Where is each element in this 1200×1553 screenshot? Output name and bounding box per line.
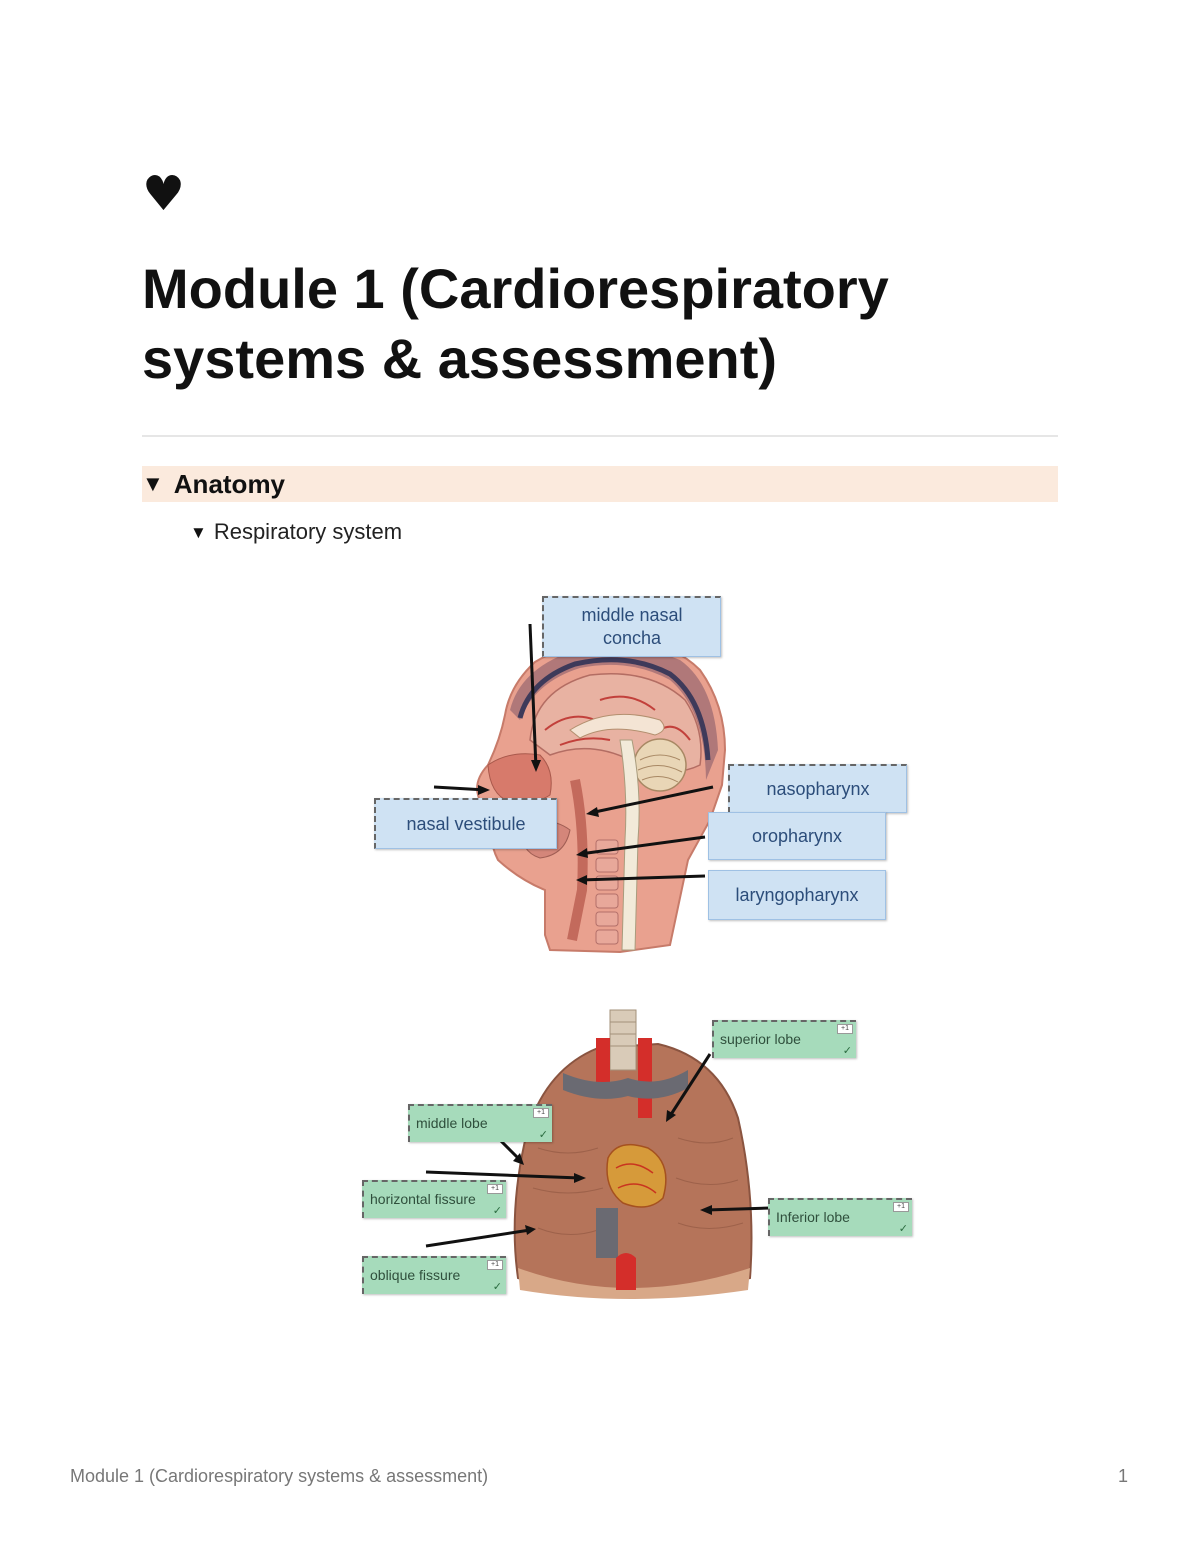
label-superior-lobe[interactable]: superior lobe +1 ✓ bbox=[712, 1020, 856, 1058]
toggle-anatomy[interactable]: ▼ Anatomy bbox=[142, 466, 1058, 502]
score-badge: +1 bbox=[837, 1024, 853, 1034]
divider bbox=[142, 435, 1058, 437]
label-middle-nasal-concha-text: middle nasal concha bbox=[581, 605, 683, 648]
label-nasopharynx-text: nasopharynx bbox=[766, 778, 870, 799]
label-nasopharynx[interactable]: nasopharynx bbox=[728, 764, 907, 813]
toggle-respiratory-label: Respiratory system bbox=[213, 519, 403, 544]
label-middle-lobe-text: middle lobe bbox=[416, 1115, 488, 1131]
label-middle-nasal-concha[interactable]: middle nasal concha bbox=[542, 596, 721, 657]
label-inferior-lobe[interactable]: Inferior lobe +1 ✓ bbox=[768, 1198, 912, 1236]
page-title: Module 1 (Cardiorespiratory systems & as… bbox=[142, 257, 889, 390]
score-badge: +1 bbox=[487, 1184, 503, 1194]
label-middle-lobe[interactable]: middle lobe +1 ✓ bbox=[408, 1104, 552, 1142]
score-badge: +1 bbox=[533, 1108, 549, 1118]
score-badge: +1 bbox=[487, 1260, 503, 1270]
label-oblique-fissure[interactable]: oblique fissure +1 ✓ bbox=[362, 1256, 506, 1294]
label-laryngopharynx-text: laryngopharynx bbox=[735, 884, 859, 905]
label-oropharynx-text: oropharynx bbox=[751, 825, 843, 846]
lungs-illustration bbox=[425, 1009, 771, 1299]
check-icon: ✓ bbox=[492, 1205, 502, 1217]
lungs-diagram: superior lobe +1 ✓ middle lobe +1 ✓ hori… bbox=[358, 1008, 914, 1308]
head-illustration bbox=[433, 623, 727, 954]
head-sagittal-diagram: middle nasal concha nasopharynx nasal ve… bbox=[370, 590, 910, 960]
heart-icon: ♥ bbox=[142, 166, 186, 222]
label-laryngopharynx[interactable]: laryngopharynx bbox=[708, 870, 886, 920]
label-nasal-vestibule[interactable]: nasal vestibule bbox=[374, 798, 557, 849]
label-oblique-fissure-text: oblique fissure bbox=[370, 1267, 461, 1283]
toggle-anatomy-label: Anatomy bbox=[173, 468, 286, 499]
label-inferior-lobe-text: Inferior lobe bbox=[776, 1209, 850, 1225]
check-icon: ✓ bbox=[538, 1129, 548, 1141]
toggle-respiratory-system[interactable]: ▼ Respiratory system bbox=[190, 518, 402, 546]
label-horizontal-fissure[interactable]: horizontal fissure +1 ✓ bbox=[362, 1180, 506, 1218]
label-horizontal-fissure-text: horizontal fissure bbox=[370, 1191, 476, 1207]
check-icon: ✓ bbox=[492, 1281, 502, 1293]
page-number: 1 bbox=[1117, 1466, 1128, 1486]
triangle-down-icon[interactable]: ▼ bbox=[142, 471, 164, 496]
footer-title: Module 1 (Cardiorespiratory systems & as… bbox=[70, 1466, 489, 1486]
score-badge: +1 bbox=[893, 1202, 909, 1212]
label-nasal-vestibule-text: nasal vestibule bbox=[406, 813, 526, 834]
label-oropharynx[interactable]: oropharynx bbox=[708, 812, 886, 860]
label-superior-lobe-text: superior lobe bbox=[720, 1031, 801, 1047]
check-icon: ✓ bbox=[898, 1223, 908, 1235]
check-icon: ✓ bbox=[842, 1045, 852, 1057]
triangle-down-icon[interactable]: ▼ bbox=[190, 522, 207, 542]
